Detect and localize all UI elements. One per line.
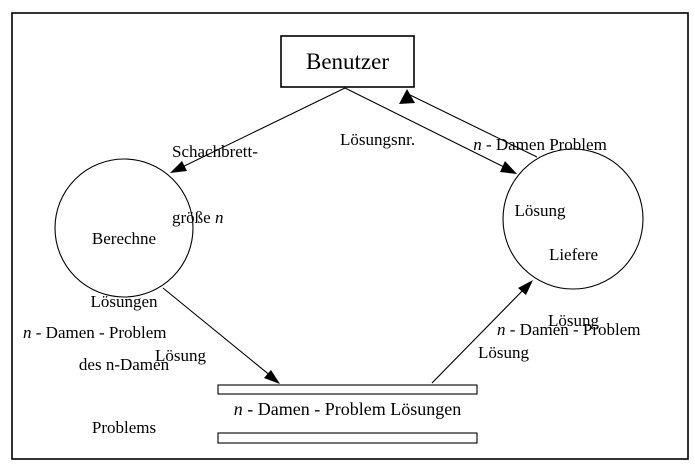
process-liefere-line1: Liefere (548, 245, 599, 264)
italic-n: n (473, 135, 482, 154)
flow-damen-top-line2: Lösung (514, 201, 566, 220)
italic-n: n (497, 320, 506, 339)
datastore-bottom-bar (217, 432, 478, 444)
flow-label-schachbrettgroesse: Schachbrett- größe n (172, 97, 258, 273)
flow-label-damen-problem-loesung-top: n - Damen Problem Lösung (461, 90, 619, 266)
italic-n: n (23, 323, 32, 342)
flow-damen-top-line1: n - Damen Problem (473, 135, 607, 154)
process-liefere-line2: Lösung (548, 311, 599, 330)
arrowhead-to-liefere-bottom (518, 280, 533, 295)
flow-label-damen-problem-loesung-left-line1: n - Damen - Problem (23, 323, 167, 342)
italic-n: n (214, 208, 224, 227)
flow-line-damen-problem-loesung-top (405, 92, 538, 158)
flow-label-damen-problem-loesung-right-line1: n - Damen - Problem (497, 320, 641, 339)
flow-schachbrett-line2: größe n (172, 208, 224, 227)
datastore-top-bar (217, 384, 478, 395)
process-berechne-label: Berechne Lösungen des n-Damen Problems (44, 186, 204, 471)
process-circle-liefere (502, 148, 644, 290)
flow-schachbrett-line1: Schachbrett- (172, 142, 258, 161)
flow-line-damen-problem-loesung-left (162, 287, 278, 382)
flow-label-damen-problem-loesung-right-line2: Lösung (478, 343, 529, 362)
arrowhead-to-liefere-top (500, 161, 517, 174)
process-berechne-line4: Problems (91, 418, 157, 437)
frame-border (11, 12, 689, 460)
process-berechne-line3: des n-Damen (78, 355, 170, 374)
process-circle-berechne (54, 158, 194, 298)
flow-line-loesungsnr (344, 87, 513, 172)
entity-benutzer-box (280, 35, 415, 88)
flow-label-loesungsnr: Lösungsnr. (340, 130, 416, 149)
flow-line-schachbrettgroesse (173, 87, 346, 172)
arrowhead-to-benutzer (399, 89, 415, 104)
entity-benutzer-label: Benutzer (305, 48, 389, 74)
process-berechne-line2: Lösungen (90, 292, 158, 311)
flow-label-damen-problem-loesung-left-line2: Lösung (155, 346, 206, 365)
flow-line-damen-problem-loesung-right (431, 281, 532, 384)
process-berechne-line1: Berechne (91, 229, 157, 248)
datastore-label: n - Damen - Problem Lösungen (233, 399, 462, 419)
italic-n: n (233, 399, 243, 419)
arrowhead-to-datastore (264, 370, 280, 384)
process-liefere-label: Liefere Lösung (503, 200, 644, 376)
arrowhead-to-berechne (170, 161, 187, 173)
